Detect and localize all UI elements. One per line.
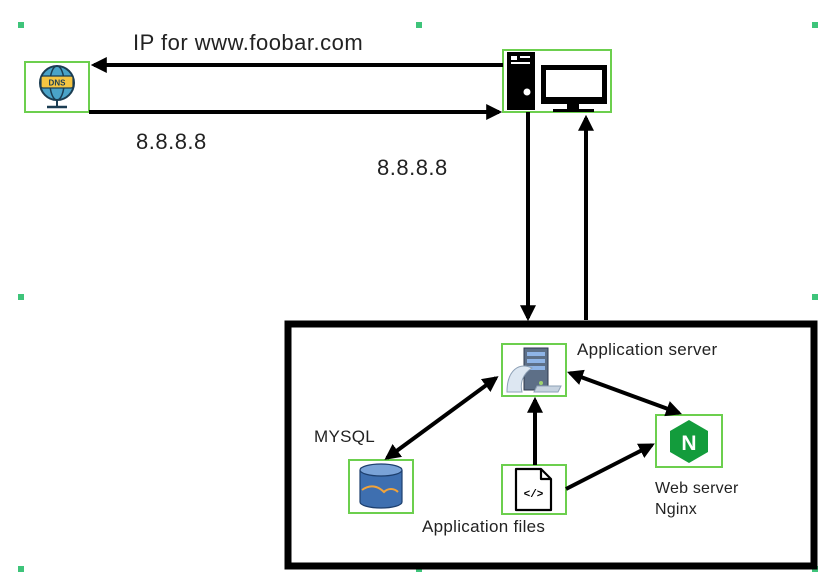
nginx-letter-text: N bbox=[681, 432, 696, 455]
selection-handle[interactable] bbox=[812, 294, 818, 300]
arrow-files-to-nginx bbox=[565, 443, 655, 491]
server-infrastructure-box bbox=[284, 320, 818, 570]
nginx-icon[interactable]: N bbox=[655, 414, 723, 468]
app-server-label: Application server bbox=[577, 340, 718, 359]
dns-response-label: IP for www.foobar.com bbox=[133, 30, 364, 55]
web-server-label: Web server bbox=[655, 480, 739, 497]
dns-globe-icon[interactable]: DNS bbox=[24, 61, 90, 113]
mysql-database-icon[interactable] bbox=[348, 459, 414, 514]
selection-handle[interactable] bbox=[812, 22, 818, 28]
selection-handle[interactable] bbox=[18, 294, 24, 300]
selection-handle[interactable] bbox=[18, 22, 24, 28]
arrow-appserver-nginx bbox=[566, 369, 683, 417]
mysql-label: MYSQL bbox=[314, 427, 376, 446]
desktop-computer-icon[interactable] bbox=[502, 49, 612, 113]
application-server-icon[interactable] bbox=[501, 343, 567, 397]
arrow-appserver-mysql bbox=[384, 376, 499, 460]
nginx-label: Nginx bbox=[655, 501, 697, 518]
code-file-icon[interactable]: </> bbox=[501, 464, 567, 515]
code-glyph-text: </> bbox=[524, 489, 544, 501]
selection-handle[interactable] bbox=[18, 566, 24, 572]
selection-handle[interactable] bbox=[416, 22, 422, 28]
dns-query-label: 8.8.8.8 bbox=[136, 129, 207, 154]
dns-badge-text: DNS bbox=[49, 79, 67, 88]
client-request-label: 8.8.8.8 bbox=[377, 155, 448, 180]
app-files-label: Application files bbox=[422, 517, 546, 536]
